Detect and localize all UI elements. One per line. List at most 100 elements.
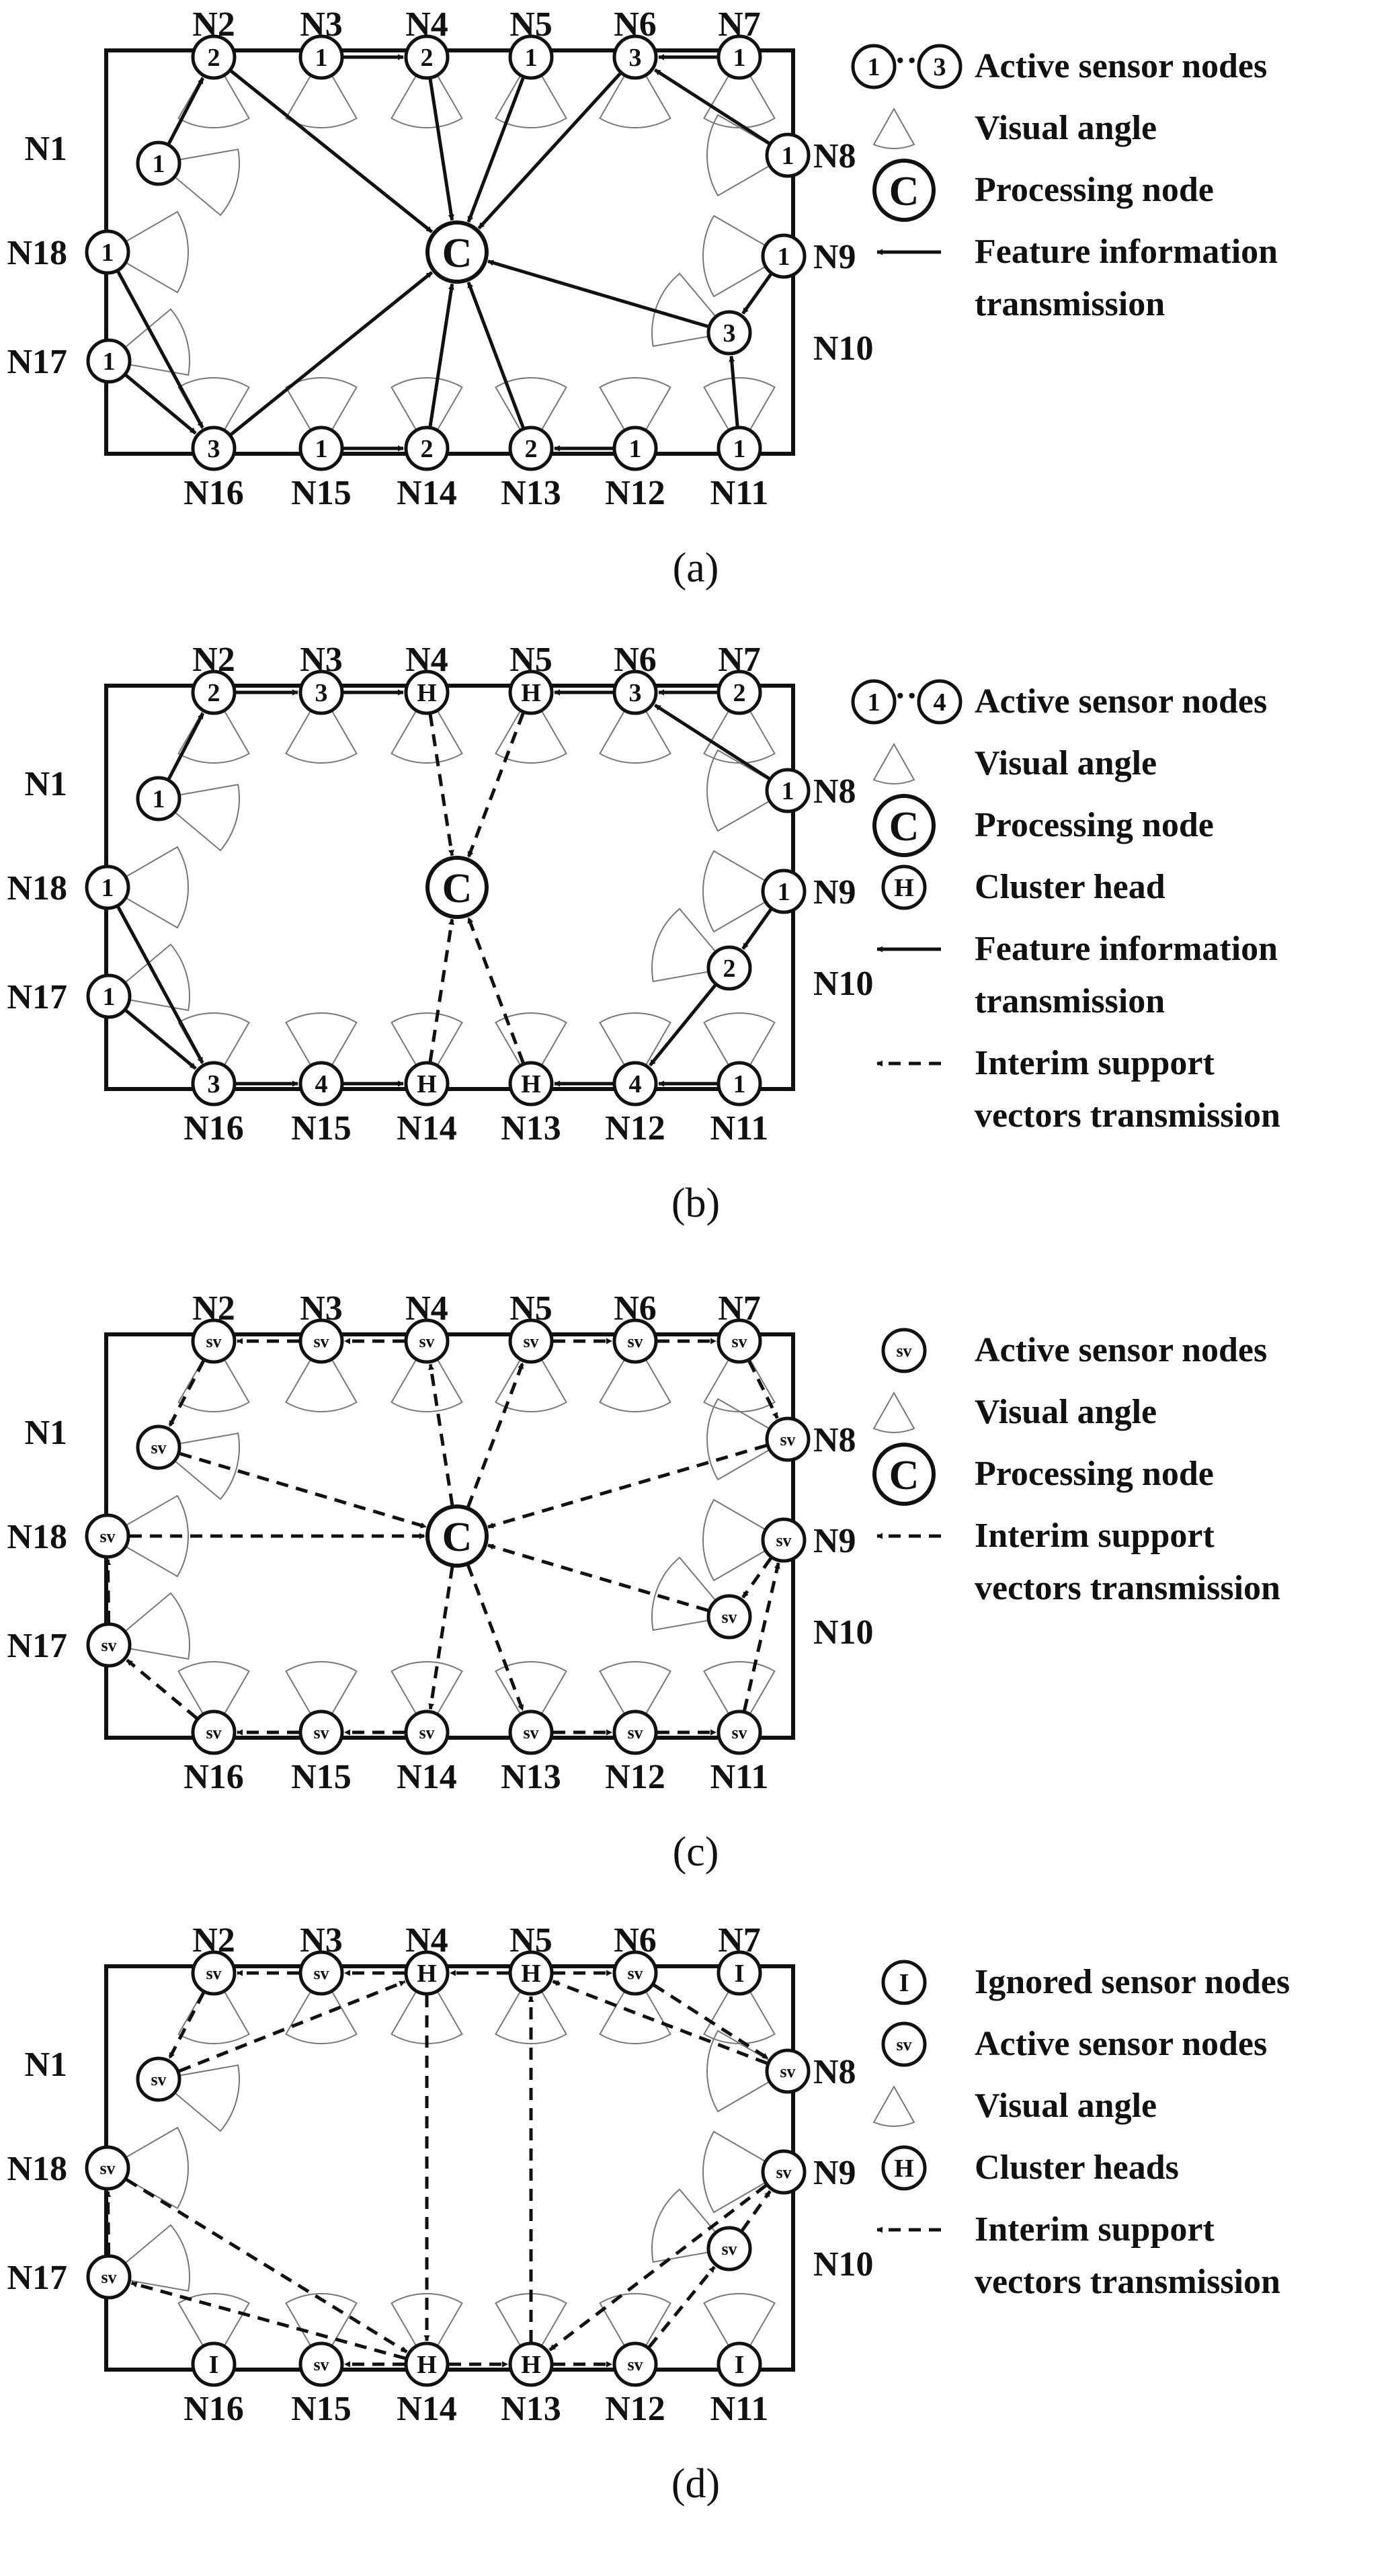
node-n14: H (404, 2341, 450, 2387)
node-n4-label: sv (419, 1332, 434, 1351)
legend-text: vectors transmission (975, 2263, 1280, 2301)
node-n15-label: 1 (315, 435, 328, 463)
legend-text: Active sensor nodes (975, 1331, 1267, 1369)
legend-text: Visual angle (975, 744, 1157, 782)
node-n17-label: 1 (103, 348, 116, 376)
node-n6-label: 3 (629, 44, 642, 72)
node-n18-label: sv (99, 2159, 115, 2178)
node-n3-label: 3 (315, 679, 328, 707)
node-n5: 1 (508, 34, 554, 80)
label-n4: N4 (405, 5, 448, 44)
label-n8: N8 (813, 772, 856, 811)
visual-angle-wedge (599, 377, 671, 450)
legend-processing-node-label: C (889, 1453, 919, 1498)
legend-node-label: I (899, 1969, 909, 1997)
legend-node-label: sv (896, 1341, 911, 1361)
node-n18: 1 (85, 229, 130, 275)
node-n4: sv (404, 1318, 450, 1364)
legend-text: Feature information (975, 233, 1278, 271)
node-n18-label: 1 (101, 874, 114, 902)
solid-arrow (477, 72, 622, 230)
visual-angle-wedge (157, 1433, 240, 1500)
legend-node: H (881, 864, 927, 910)
node-n3-label: sv (313, 1332, 329, 1351)
visual-angle-wedge (495, 1340, 567, 1412)
node-n12: 4 (612, 1061, 658, 1106)
visual-angle-wedge (599, 1012, 671, 1085)
node-n3-label: sv (313, 1964, 329, 1983)
node-n3: 3 (298, 670, 344, 715)
node-n5-label: H (521, 1960, 541, 1988)
node-n12-label: sv (627, 1723, 643, 1742)
visual-angle-wedge (703, 1012, 776, 1085)
visual-angle-wedge (157, 149, 240, 216)
node-n2-label: 2 (208, 44, 220, 72)
node-n14-label: H (417, 1070, 437, 1098)
legend-item: Visual angle (872, 107, 1157, 149)
legend-node: I (881, 1960, 927, 2005)
legend-text: Active sensor nodes (975, 682, 1267, 721)
label-n7: N7 (718, 1921, 761, 1960)
dashed-arrow (552, 1980, 768, 2065)
label-n1: N1 (24, 765, 67, 803)
node-n8: sv (765, 2048, 811, 2094)
dashed-arrow (428, 714, 454, 856)
visual-angle-wedge (706, 1398, 789, 1481)
node-n4-label: 2 (421, 44, 434, 72)
label-n5: N5 (509, 5, 552, 44)
node-n14: sv (404, 1709, 450, 1755)
node-n17: sv (86, 2254, 132, 2300)
node-n7: 2 (717, 670, 762, 715)
visual-angle-wedge (391, 377, 463, 450)
label-n2: N2 (192, 641, 235, 679)
label-n4: N4 (405, 1289, 448, 1328)
node-n2: 2 (191, 670, 237, 715)
legend-text: transmission (975, 285, 1165, 323)
node-n9-label: sv (776, 2163, 791, 2182)
monitoring-area-border (104, 1964, 795, 2372)
dashed-arrow (428, 1363, 454, 1506)
node-n1: 1 (136, 140, 181, 186)
visual-angle-wedge (651, 272, 731, 348)
visual-angle-wedge (391, 1661, 463, 1734)
visual-angle-wedge (177, 1661, 250, 1734)
visual-angle-wedge (107, 943, 190, 1011)
dashed-arrow (179, 1452, 427, 1529)
node-n13: H (508, 1061, 554, 1106)
node-n7-label: sv (731, 1332, 747, 1351)
node-n12-label: sv (627, 2355, 643, 2374)
solid-arrow (649, 984, 717, 1067)
node-n13: 2 (508, 426, 554, 471)
legend-text: Active sensor nodes (975, 2025, 1267, 2063)
label-n17: N17 (7, 2259, 67, 2297)
visual-angle-icon (872, 1391, 915, 1433)
transmission-arrows (116, 689, 772, 1087)
node-n13-label: H (521, 1070, 541, 1098)
node-n18: sv (85, 2145, 130, 2191)
node-n14-label: 2 (421, 435, 434, 463)
node-n5-label: H (521, 679, 541, 707)
node-n4: H (404, 670, 450, 715)
legend-item: Feature information transmission (876, 233, 1278, 323)
label-n9: N9 (813, 873, 856, 912)
label-n1: N1 (24, 130, 67, 168)
processing-node-label: C (442, 231, 473, 276)
node-n9-label: 1 (778, 243, 790, 271)
node-n7: 1 (717, 34, 762, 80)
node-n15: 4 (298, 1061, 344, 1106)
legend-node-to-label: 3 (934, 53, 946, 81)
visual-angles (106, 55, 789, 450)
legend-processing-node: C (872, 1443, 936, 1506)
node-n18-label: sv (99, 1527, 115, 1546)
dashed-arrow (466, 1362, 524, 1508)
label-n4: N4 (405, 1921, 448, 1960)
legend-node: H (881, 2145, 927, 2191)
processing-node-label: C (442, 1515, 473, 1560)
solid-arrow (654, 68, 770, 145)
